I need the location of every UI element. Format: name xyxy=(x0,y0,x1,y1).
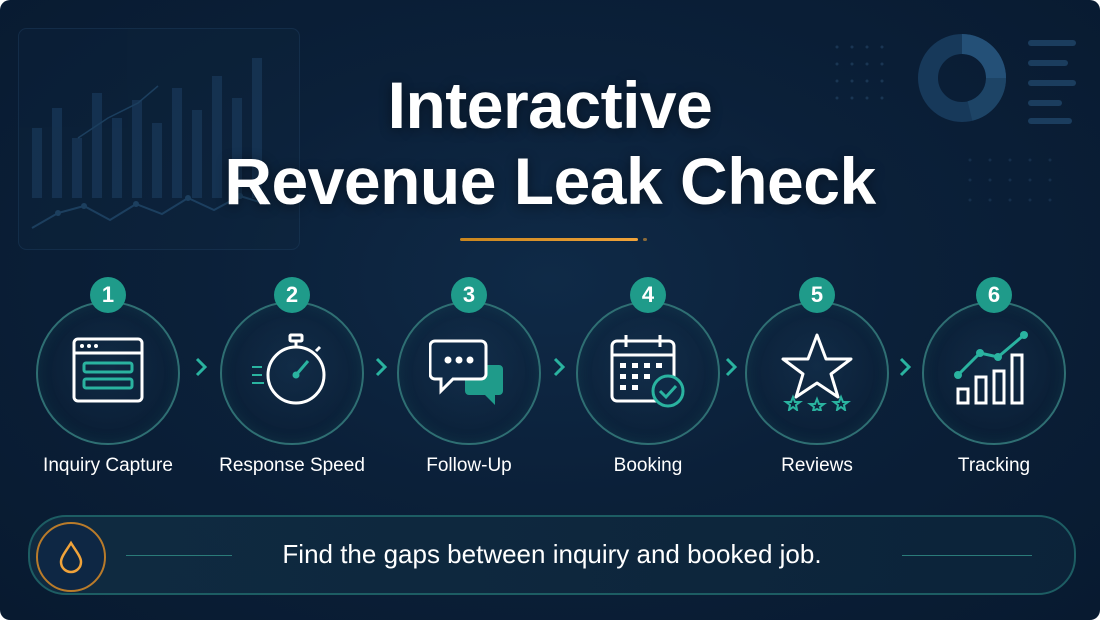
title-line-2: Revenue Leak Check xyxy=(224,144,876,218)
browser-form-icon xyxy=(72,337,144,403)
title-underline-dot xyxy=(643,238,647,241)
step-number-badge: 6 xyxy=(976,277,1012,313)
step-label: Booking xyxy=(613,455,683,476)
chevron-right-icon xyxy=(375,357,388,377)
step-icon-ring xyxy=(922,301,1066,445)
step-booking: 4 Booking xyxy=(568,277,728,477)
calendar-check-icon xyxy=(610,335,685,408)
step-tracking: 6 Tracking xyxy=(914,277,1074,477)
title-underline xyxy=(460,238,638,241)
step-icon-ring xyxy=(397,301,541,445)
step-label: Follow-Up xyxy=(426,455,512,476)
chevron-right-icon xyxy=(195,357,208,377)
chevron-right-icon xyxy=(553,357,566,377)
step-icon-ring xyxy=(220,301,364,445)
step-label: Inquiry Capture xyxy=(43,455,173,476)
step-label: Tracking xyxy=(957,455,1031,476)
chevron-right-icon xyxy=(725,357,738,377)
step-label: Reviews xyxy=(781,455,853,476)
background-chart-decoration xyxy=(18,28,300,250)
step-response-speed: 2 Response Speed xyxy=(212,277,372,477)
background-dots-decoration-2 xyxy=(968,158,1052,202)
step-number-badge: 2 xyxy=(274,277,310,313)
step-follow-up: 3 Follow-Up xyxy=(389,277,549,477)
drop-icon-circle xyxy=(36,522,106,592)
step-label: Response Speed xyxy=(219,455,365,476)
star-rating-icon xyxy=(781,333,853,411)
banner-divider-left xyxy=(126,555,232,556)
step-number-badge: 3 xyxy=(451,277,487,313)
step-icon-ring xyxy=(576,301,720,445)
step-number-badge: 5 xyxy=(799,277,835,313)
step-icon-ring xyxy=(36,301,180,445)
stopwatch-icon xyxy=(252,333,326,405)
drop-icon xyxy=(59,540,83,574)
step-number-badge: 4 xyxy=(630,277,666,313)
tagline-banner: Find the gaps between inquiry and booked… xyxy=(28,515,1076,595)
banner-divider-right xyxy=(902,555,1032,556)
background-dots-decoration xyxy=(835,45,884,100)
step-inquiry-capture: 1 Inquiry Capture xyxy=(28,277,188,477)
bar-trend-icon xyxy=(954,331,1028,405)
chevron-right-icon xyxy=(899,357,912,377)
background-donut-decoration xyxy=(918,34,1006,122)
step-reviews: 5 Reviews xyxy=(737,277,897,477)
chat-bubbles-icon xyxy=(429,339,503,405)
step-icon-ring xyxy=(745,301,889,445)
step-number-badge: 1 xyxy=(90,277,126,313)
tagline-text: Find the gaps between inquiry and booked… xyxy=(282,539,822,569)
background-bars-decoration xyxy=(1028,40,1076,124)
title-line-1: Interactive xyxy=(387,68,713,142)
